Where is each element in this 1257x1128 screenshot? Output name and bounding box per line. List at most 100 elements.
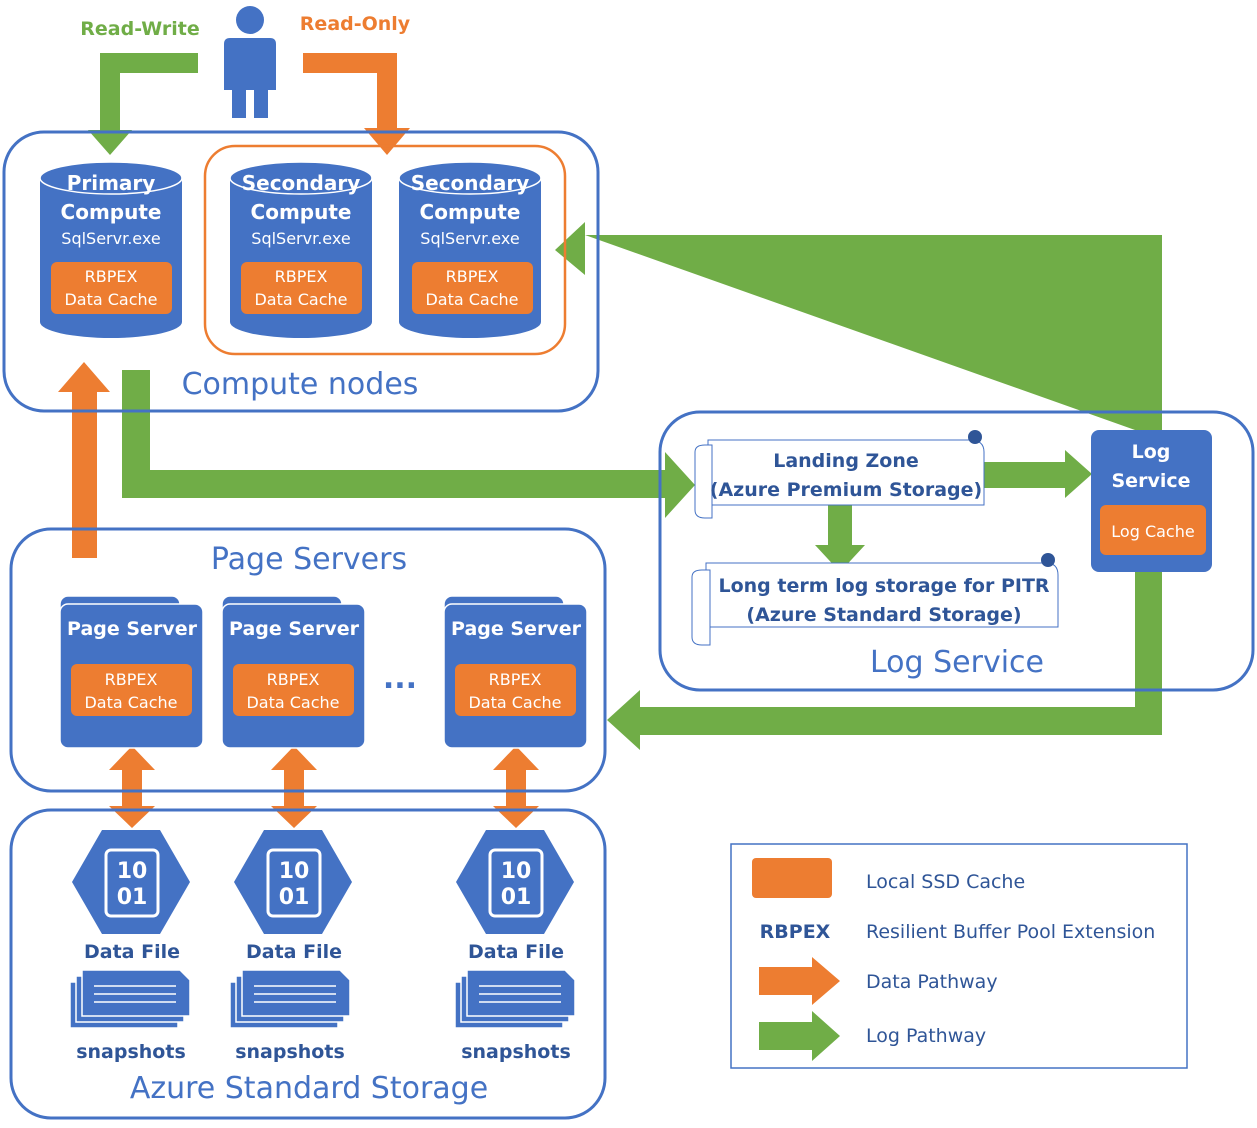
data-file-1-icon-bottom: 01 — [117, 885, 148, 910]
snapshots-3-label: snapshots — [461, 1041, 571, 1063]
secondary1-cache-line2: Data Cache — [254, 290, 347, 309]
page-servers-ellipsis: ... — [383, 661, 417, 696]
page-server-1-cache — [71, 664, 192, 716]
page-server-3-cache-line1: RBPEX — [489, 670, 542, 689]
data-file-1-icon — [72, 830, 190, 934]
log-service-box: Log Service Log Cache — [1091, 430, 1212, 572]
legend-rbpex-key: RBPEX — [760, 921, 831, 943]
page-server-2-cache-line1: RBPEX — [267, 670, 320, 689]
snapshots-1: snapshots — [69, 969, 191, 1063]
data-file-2-icon — [234, 830, 352, 934]
log-arrow-logservice-to-pageservers — [607, 572, 1162, 750]
secondary2-line1: Secondary — [411, 171, 530, 195]
data-file-3-label: Data File — [468, 941, 564, 963]
page-server-3-cache-line2: Data Cache — [468, 693, 561, 712]
page-server-2-title: Page Server — [229, 618, 360, 640]
secondary2-cache-line2: Data Cache — [425, 290, 518, 309]
log-service-title: Log Service — [870, 645, 1044, 680]
double-arrow-3 — [493, 746, 539, 828]
secondary-group-outline — [203, 144, 567, 356]
secondary2-rbpex-cache — [412, 262, 533, 314]
long-term-line2: (Azure Standard Storage) — [746, 604, 1021, 626]
snapshots-3-icon — [454, 969, 576, 1029]
secondary2-exe: SqlServr.exe — [420, 229, 519, 248]
snapshots-1-icon — [69, 969, 191, 1029]
data-file-1-label: Data File — [84, 941, 180, 963]
secondary1-cache-line1: RBPEX — [275, 267, 328, 286]
page-server-2-cache-line2: Data Cache — [246, 693, 339, 712]
read-only-arrow — [303, 53, 410, 155]
landing-zone-line1: Landing Zone — [773, 450, 919, 472]
azure-standard-storage-title: Azure Standard Storage — [130, 1071, 488, 1106]
snapshots-3: snapshots — [454, 969, 576, 1063]
secondary1-line2: Compute — [251, 200, 352, 224]
secondary2-cache-line1: RBPEX — [446, 267, 499, 286]
log-arrow-logservice-to-secondary — [555, 222, 1162, 430]
snapshots-1-label: snapshots — [76, 1041, 186, 1063]
data-file-3-icon-top: 10 — [501, 859, 532, 884]
primary-rbpex-cache — [51, 262, 172, 314]
primary-compute-node: Primary Compute SqlServr.exe RBPEX Data … — [39, 161, 183, 338]
read-write-arrow — [88, 53, 198, 155]
legend-data-arrow — [759, 957, 840, 1005]
page-server-1-cache-line1: RBPEX — [105, 670, 158, 689]
page-server-3: Page Server RBPEX Data Cache — [443, 595, 588, 749]
legend-ssd-label: Local SSD Cache — [866, 871, 1025, 893]
compute-nodes-title: Compute nodes — [182, 367, 419, 402]
log-arrow-landing-to-longterm — [815, 505, 865, 572]
page-server-1: Page Server RBPEX Data Cache — [59, 595, 204, 749]
secondary-compute-node-2: Secondary Compute SqlServr.exe RBPEX Dat… — [398, 161, 542, 338]
log-cache — [1100, 505, 1206, 555]
primary-line1: Primary — [67, 171, 156, 195]
page-server-1-title: Page Server — [67, 618, 198, 640]
page-server-1-cache-line2: Data Cache — [84, 693, 177, 712]
primary-cache-line1: RBPEX — [85, 267, 138, 286]
landing-zone-scroll: Landing Zone (Azure Premium Storage) — [694, 430, 985, 519]
log-service-container — [658, 410, 1255, 692]
snapshots-2-icon — [229, 969, 351, 1029]
page-server-3-cache — [455, 664, 576, 716]
data-file-3-icon-bottom: 01 — [501, 885, 532, 910]
secondary1-rbpex-cache — [241, 262, 362, 314]
double-arrow-2 — [271, 746, 317, 828]
log-cache-label: Log Cache — [1111, 522, 1194, 541]
legend: Local SSD Cache RBPEX Resilient Buffer P… — [730, 843, 1188, 1069]
read-only-label: Read-Only — [300, 13, 411, 35]
page-servers-title: Page Servers — [211, 542, 407, 577]
data-file-2: 10 01 Data File — [234, 830, 352, 963]
compute-nodes-container — [2, 130, 600, 413]
legend-log-label: Log Pathway — [866, 1025, 986, 1047]
landing-zone-line2: (Azure Premium Storage) — [710, 479, 982, 501]
log-arrow-landing-to-logservice — [983, 450, 1092, 498]
page-server-2: Page Server RBPEX Data Cache — [221, 595, 366, 749]
log-arrow-primary-to-landing — [122, 370, 695, 518]
secondary-compute-node-1: Secondary Compute SqlServr.exe RBPEX Dat… — [229, 161, 373, 338]
secondary1-line1: Secondary — [242, 171, 361, 195]
azure-standard-storage-container — [9, 808, 607, 1120]
data-file-2-icon-bottom: 01 — [279, 885, 310, 910]
page-server-3-title: Page Server — [451, 618, 582, 640]
log-box-line1: Log — [1132, 441, 1171, 463]
double-arrow-1 — [109, 746, 155, 828]
page-servers-container — [9, 527, 607, 793]
snapshots-2-label: snapshots — [235, 1041, 345, 1063]
data-file-2-label: Data File — [246, 941, 342, 963]
data-file-2-icon-top: 10 — [279, 859, 310, 884]
primary-cache-line2: Data Cache — [64, 290, 157, 309]
legend-data-label: Data Pathway — [866, 971, 998, 993]
legend-ssd-swatch — [752, 858, 832, 898]
snapshots-2: snapshots — [229, 969, 351, 1063]
user-icon — [224, 6, 276, 118]
data-file-1-icon-top: 10 — [117, 859, 148, 884]
secondary2-line2: Compute — [420, 200, 521, 224]
secondary1-exe: SqlServr.exe — [251, 229, 350, 248]
primary-line2: Compute — [61, 200, 162, 224]
read-write-label: Read-Write — [80, 18, 199, 40]
primary-exe: SqlServr.exe — [61, 229, 160, 248]
long-term-line1: Long term log storage for PITR — [718, 575, 1049, 597]
data-file-1: 10 01 Data File — [72, 830, 190, 963]
log-box-line2: Service — [1112, 470, 1191, 492]
legend-rbpex-desc: Resilient Buffer Pool Extension — [866, 921, 1155, 943]
data-file-3: 10 01 Data File — [456, 830, 574, 963]
